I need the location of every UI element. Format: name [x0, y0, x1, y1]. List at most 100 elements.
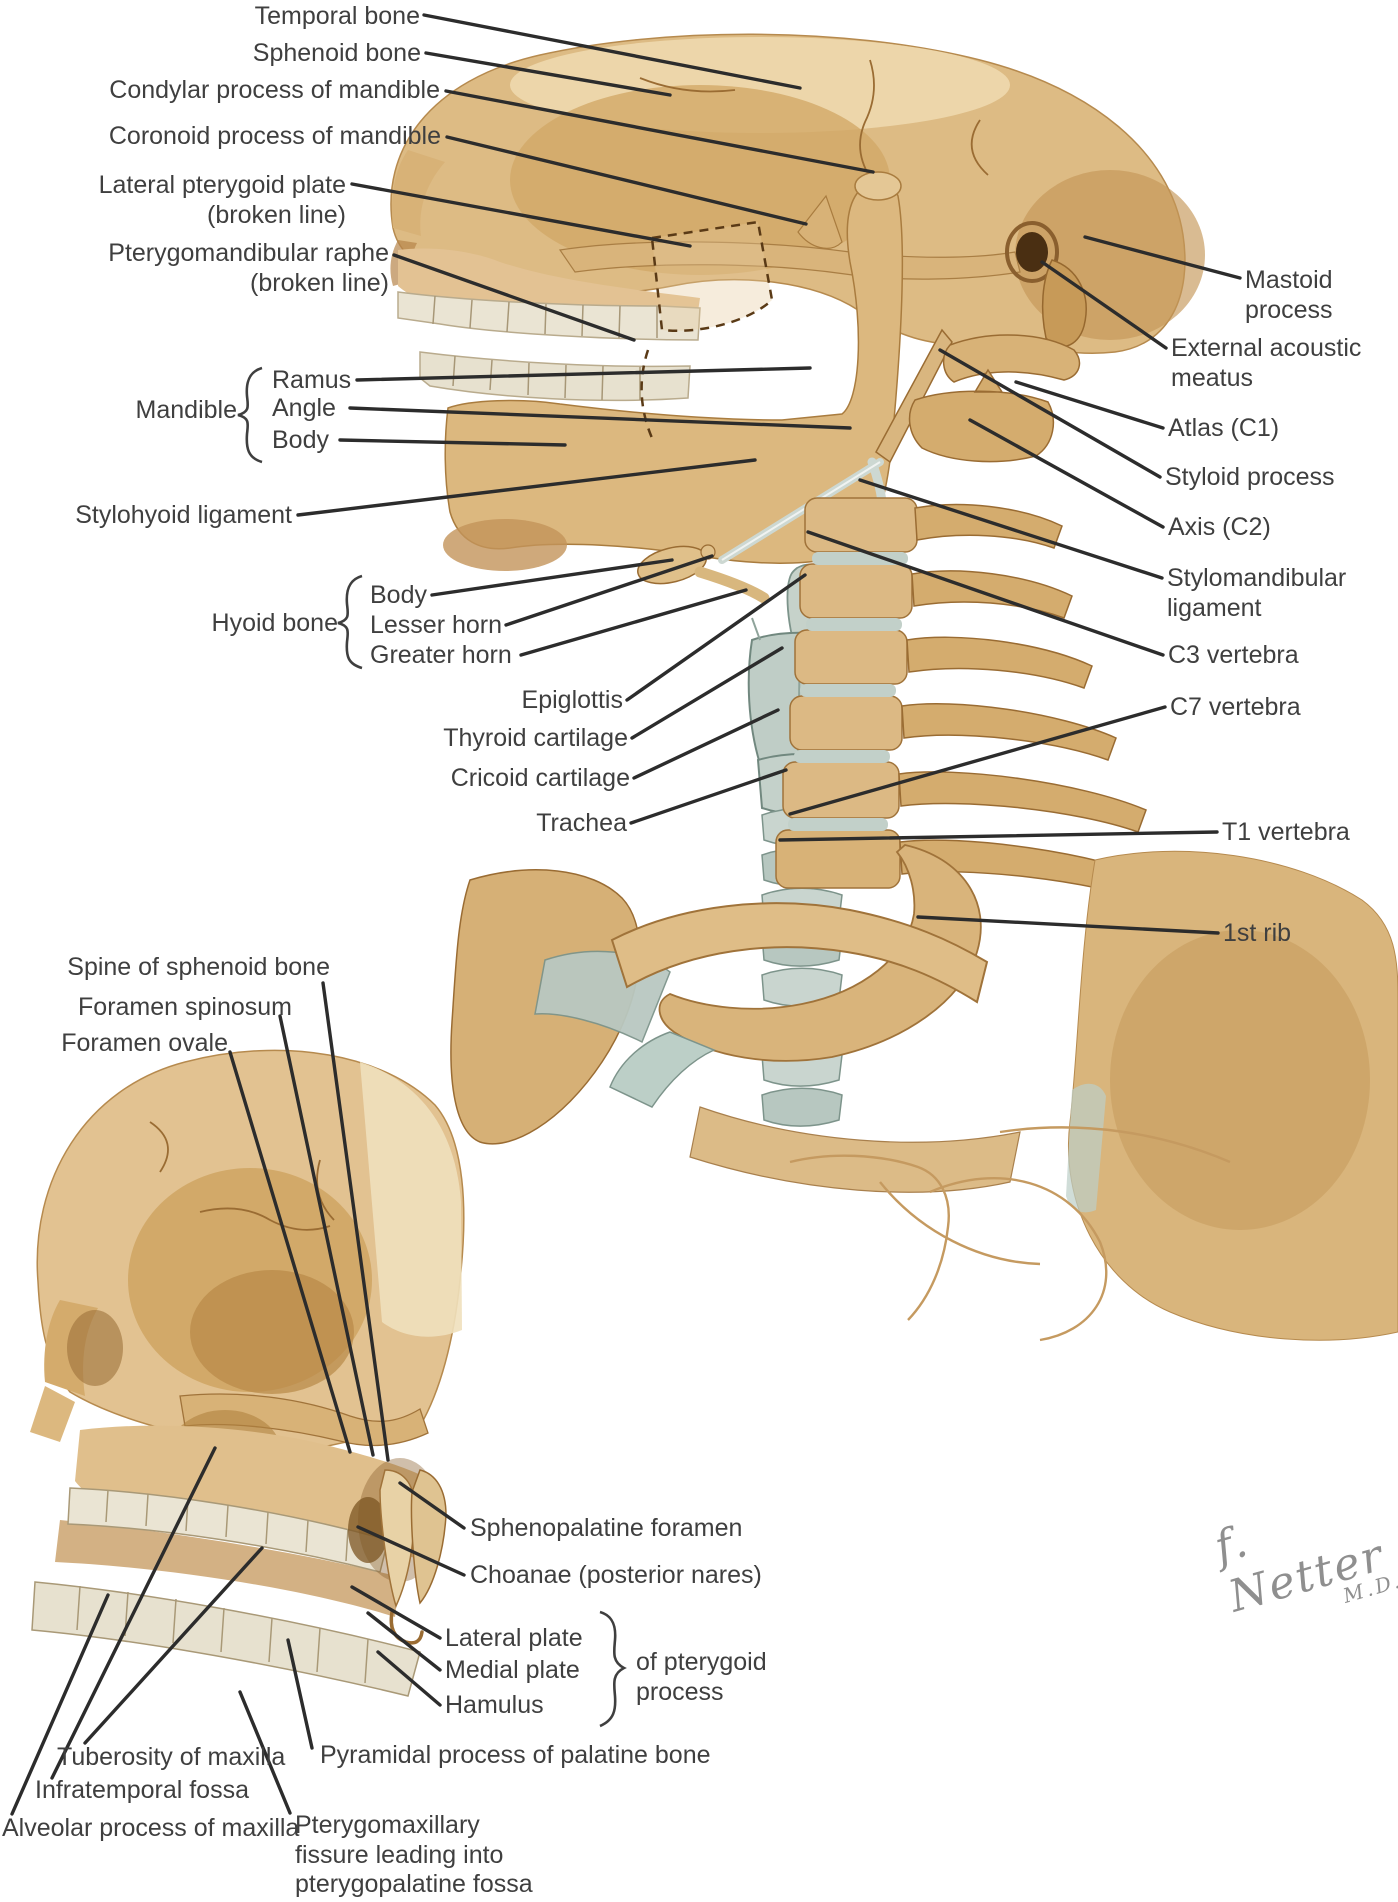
label-sphenoid-bone: Sphenoid bone: [252, 39, 421, 67]
label-pterygomandibular-raphe: Pterygomandibular raphe (broken line): [108, 239, 389, 298]
label-of-pterygoid-process: of pterygoid process: [636, 1648, 767, 1706]
leader-atlas-c1: [1014, 380, 1165, 430]
label-broken-line-note-2: (broken line): [250, 268, 389, 297]
far-teeth-separations: [105, 1489, 349, 1562]
leader-thyroid-cartilage: [630, 646, 784, 740]
label-broken-line-note-1: (broken line): [207, 200, 346, 229]
leader-greater-horn: [519, 588, 748, 657]
hyoid-brace: [337, 574, 363, 670]
label-hamulus: Hamulus: [445, 1691, 544, 1719]
label-condylar-process: Condylar process of mandible: [109, 76, 440, 104]
leader-lateral-pterygoid-plate: [350, 182, 692, 248]
leader-spine-of-sphenoid: [321, 981, 390, 1462]
label-body-hyoid: Body: [370, 581, 427, 609]
leader-lateral-plate: [350, 1585, 442, 1640]
lateral-pterygoid-plate-dashed: [650, 220, 774, 332]
label-trachea: Trachea: [536, 809, 627, 837]
leader-c7-vertebra: [788, 705, 1167, 816]
medial-pterygoid-plate-shape: [379, 1469, 416, 1609]
far-teeth-row: [67, 1487, 389, 1573]
leader-epiglottis: [625, 573, 807, 702]
condyle-head: [854, 171, 902, 201]
label-external-acoustic-meatus: External acoustic meatus: [1171, 334, 1362, 392]
leader-stylohyoid-ligament: [296, 458, 757, 517]
mandible-brace: [237, 366, 263, 464]
suture-lines: [639, 59, 989, 178]
leader-external-acoustic-meatus: [1040, 260, 1168, 350]
label-body-mandible: Body: [272, 426, 329, 454]
label-cricoid-cartilage: Cricoid cartilage: [450, 764, 630, 792]
leader-medial-plate: [366, 1611, 442, 1672]
clavicle-shape: [610, 902, 989, 1004]
transverse-processes: [898, 503, 1165, 905]
leader-axis-c2: [968, 418, 1165, 529]
pterygomandibular-raphe-dashed: [640, 349, 654, 439]
external-acoustic-meatus-hole: [1016, 232, 1048, 272]
vertebral-bodies: [775, 497, 918, 889]
label-angle: Angle: [272, 394, 336, 422]
label-coronoid-process: Coronoid process of mandible: [108, 122, 441, 150]
leader-pyramidal-process: [286, 1638, 314, 1750]
leader-stylomandibular-ligament: [858, 478, 1164, 580]
label-first-rib: 1st rib: [1223, 919, 1292, 947]
leader-lines: [10, 13, 1242, 1816]
leader-temporal-bone: [422, 13, 802, 90]
stylohyoid-ligament-highlight: [721, 461, 881, 561]
intervertebral-discs: [788, 552, 908, 831]
label-alveolar-process: Alveolar process of maxilla: [2, 1814, 300, 1842]
label-c7-vertebra: C7 vertebra: [1170, 693, 1301, 721]
label-pyramidal-process: Pyramidal process of palatine bone: [320, 1741, 711, 1769]
zygomatic-arch: [558, 241, 1021, 280]
pterygoid-brace: [599, 1610, 627, 1728]
right-mass-cartilage: [1066, 1083, 1106, 1213]
lateral-pterygoid-plate-shape: [410, 1469, 447, 1605]
second-rib-partial: [689, 1106, 1021, 1193]
lower-temporal-deep: [190, 1270, 354, 1394]
label-atlas-c1: Atlas (C1): [1168, 414, 1280, 442]
leader-foramen-ovale: [228, 1050, 352, 1454]
leader-condylar-process: [444, 89, 875, 174]
leader-styloid-process: [938, 348, 1162, 479]
label-hyoid-bone: Hyoid bone: [211, 609, 338, 637]
label-lesser-horn: Lesser horn: [370, 611, 503, 639]
label-c3-vertebra: C3 vertebra: [1168, 641, 1299, 669]
leader-sphenopalatine-foramen: [398, 1481, 466, 1530]
label-temporal-bone: Temporal bone: [254, 2, 420, 30]
leader-foramen-spinosum: [278, 1014, 375, 1457]
palate-shadow: [55, 1520, 400, 1617]
leader-t1-vertebra: [778, 830, 1219, 842]
label-tuberosity-of-maxilla: Tuberosity of maxilla: [57, 1743, 286, 1771]
hyoid-greater-horn: [694, 566, 770, 604]
label-spine-of-sphenoid-bone: Spine of sphenoid bone: [67, 953, 330, 981]
label-sphenopalatine-foramen: Sphenopalatine foramen: [470, 1514, 743, 1542]
hamulus-hook: [389, 1610, 424, 1645]
orbital-rim: [392, 150, 445, 236]
styloid-process-shape: [875, 328, 953, 464]
label-medial-plate: Medial plate: [445, 1656, 580, 1684]
leader-first-rib: [916, 915, 1220, 935]
label-stylomandibular-ligament: Stylomandibular ligament: [1167, 564, 1347, 622]
leader-ramus: [355, 366, 812, 382]
label-lateral-pterygoid-plate: Lateral pterygoid plate (broken line): [99, 171, 346, 230]
leader-angle: [348, 406, 852, 430]
chin-shade: [443, 519, 567, 571]
leader-tuberosity-of-maxilla: [83, 1546, 264, 1745]
leader-body-hyoid: [430, 558, 674, 597]
label-lateral-pterygoid-plate-text: Lateral pterygoid plate: [98, 171, 346, 199]
label-mastoid-process: Mastoid process: [1245, 266, 1333, 324]
label-lateral-plate: Lateral plate: [445, 1624, 583, 1652]
label-mandible: Mandible: [135, 396, 237, 424]
label-foramen-ovale: Foramen ovale: [61, 1029, 228, 1057]
label-foramen-spinosum: Foramen spinosum: [78, 993, 292, 1021]
label-ramus: Ramus: [272, 366, 352, 394]
leader-pterygomaxillary-fissure: [238, 1690, 292, 1815]
lower-figure: [30, 1049, 465, 1697]
sternum-outline-sketch: [789, 1126, 1231, 1342]
label-pterygomaxillary-fissure: Pterygomaxillary fissure leading into pt…: [295, 1811, 533, 1898]
label-stylohyoid-ligament: Stylohyoid ligament: [75, 501, 292, 529]
leader-trachea: [629, 768, 788, 825]
label-axis-c2: Axis (C2): [1168, 513, 1271, 541]
coronoid-process-shape: [797, 194, 843, 249]
